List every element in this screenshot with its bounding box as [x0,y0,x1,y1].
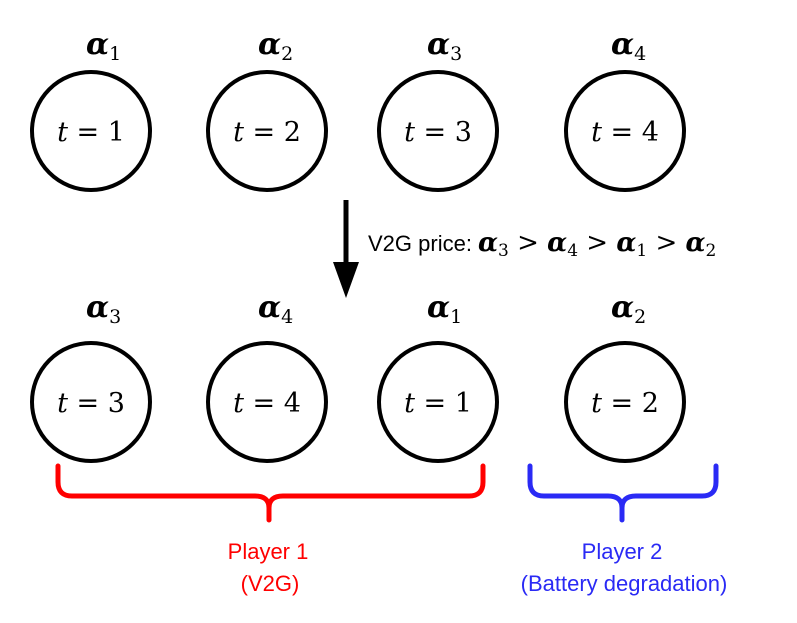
bottom-row: α3 t = 3 α4 t = 4 α1 t = 1 α2 t = 2 [30,290,686,463]
alpha-label: α3 [427,27,462,65]
alpha-label: α2 [258,27,293,65]
time-label: t = 2 [591,388,659,419]
alpha-label: α4 [611,27,646,65]
price-order: V2G price: α3 > α4 > α1 > α2 [368,228,716,261]
player1-name: Player 1 [228,539,309,564]
time-node [564,341,686,463]
time-label: t = 4 [233,388,301,419]
player1-brace [55,463,486,523]
time-node [564,70,686,192]
time-node [30,341,152,463]
alpha-label: α2 [611,290,646,328]
time-node [377,341,499,463]
time-label: t = 1 [404,388,472,419]
player1-role: (V2G) [241,571,300,596]
time-node [377,70,499,192]
time-label: t = 1 [57,117,125,148]
top-row: α1 t = 1 α2 t = 2 α3 t = 3 α4 t = 4 [30,27,686,192]
time-label: t = 3 [404,117,472,148]
alpha-label: α3 [86,290,121,328]
down-arrow-icon [333,200,359,298]
price-inequality: α3 > α4 > α1 > α2 [478,228,716,261]
time-label: t = 3 [57,388,125,419]
alpha-label: α1 [427,290,462,328]
time-node [206,341,328,463]
alpha-label: α1 [86,27,121,65]
time-label: t = 4 [591,117,659,148]
alpha-label: α4 [258,290,293,328]
time-node [206,70,328,192]
time-label: t = 2 [233,117,301,148]
player2-role: (Battery degradation) [521,571,728,596]
player2-name: Player 2 [582,539,663,564]
time-node [30,70,152,192]
price-label: V2G price: [368,231,472,256]
player2-brace [527,463,719,523]
